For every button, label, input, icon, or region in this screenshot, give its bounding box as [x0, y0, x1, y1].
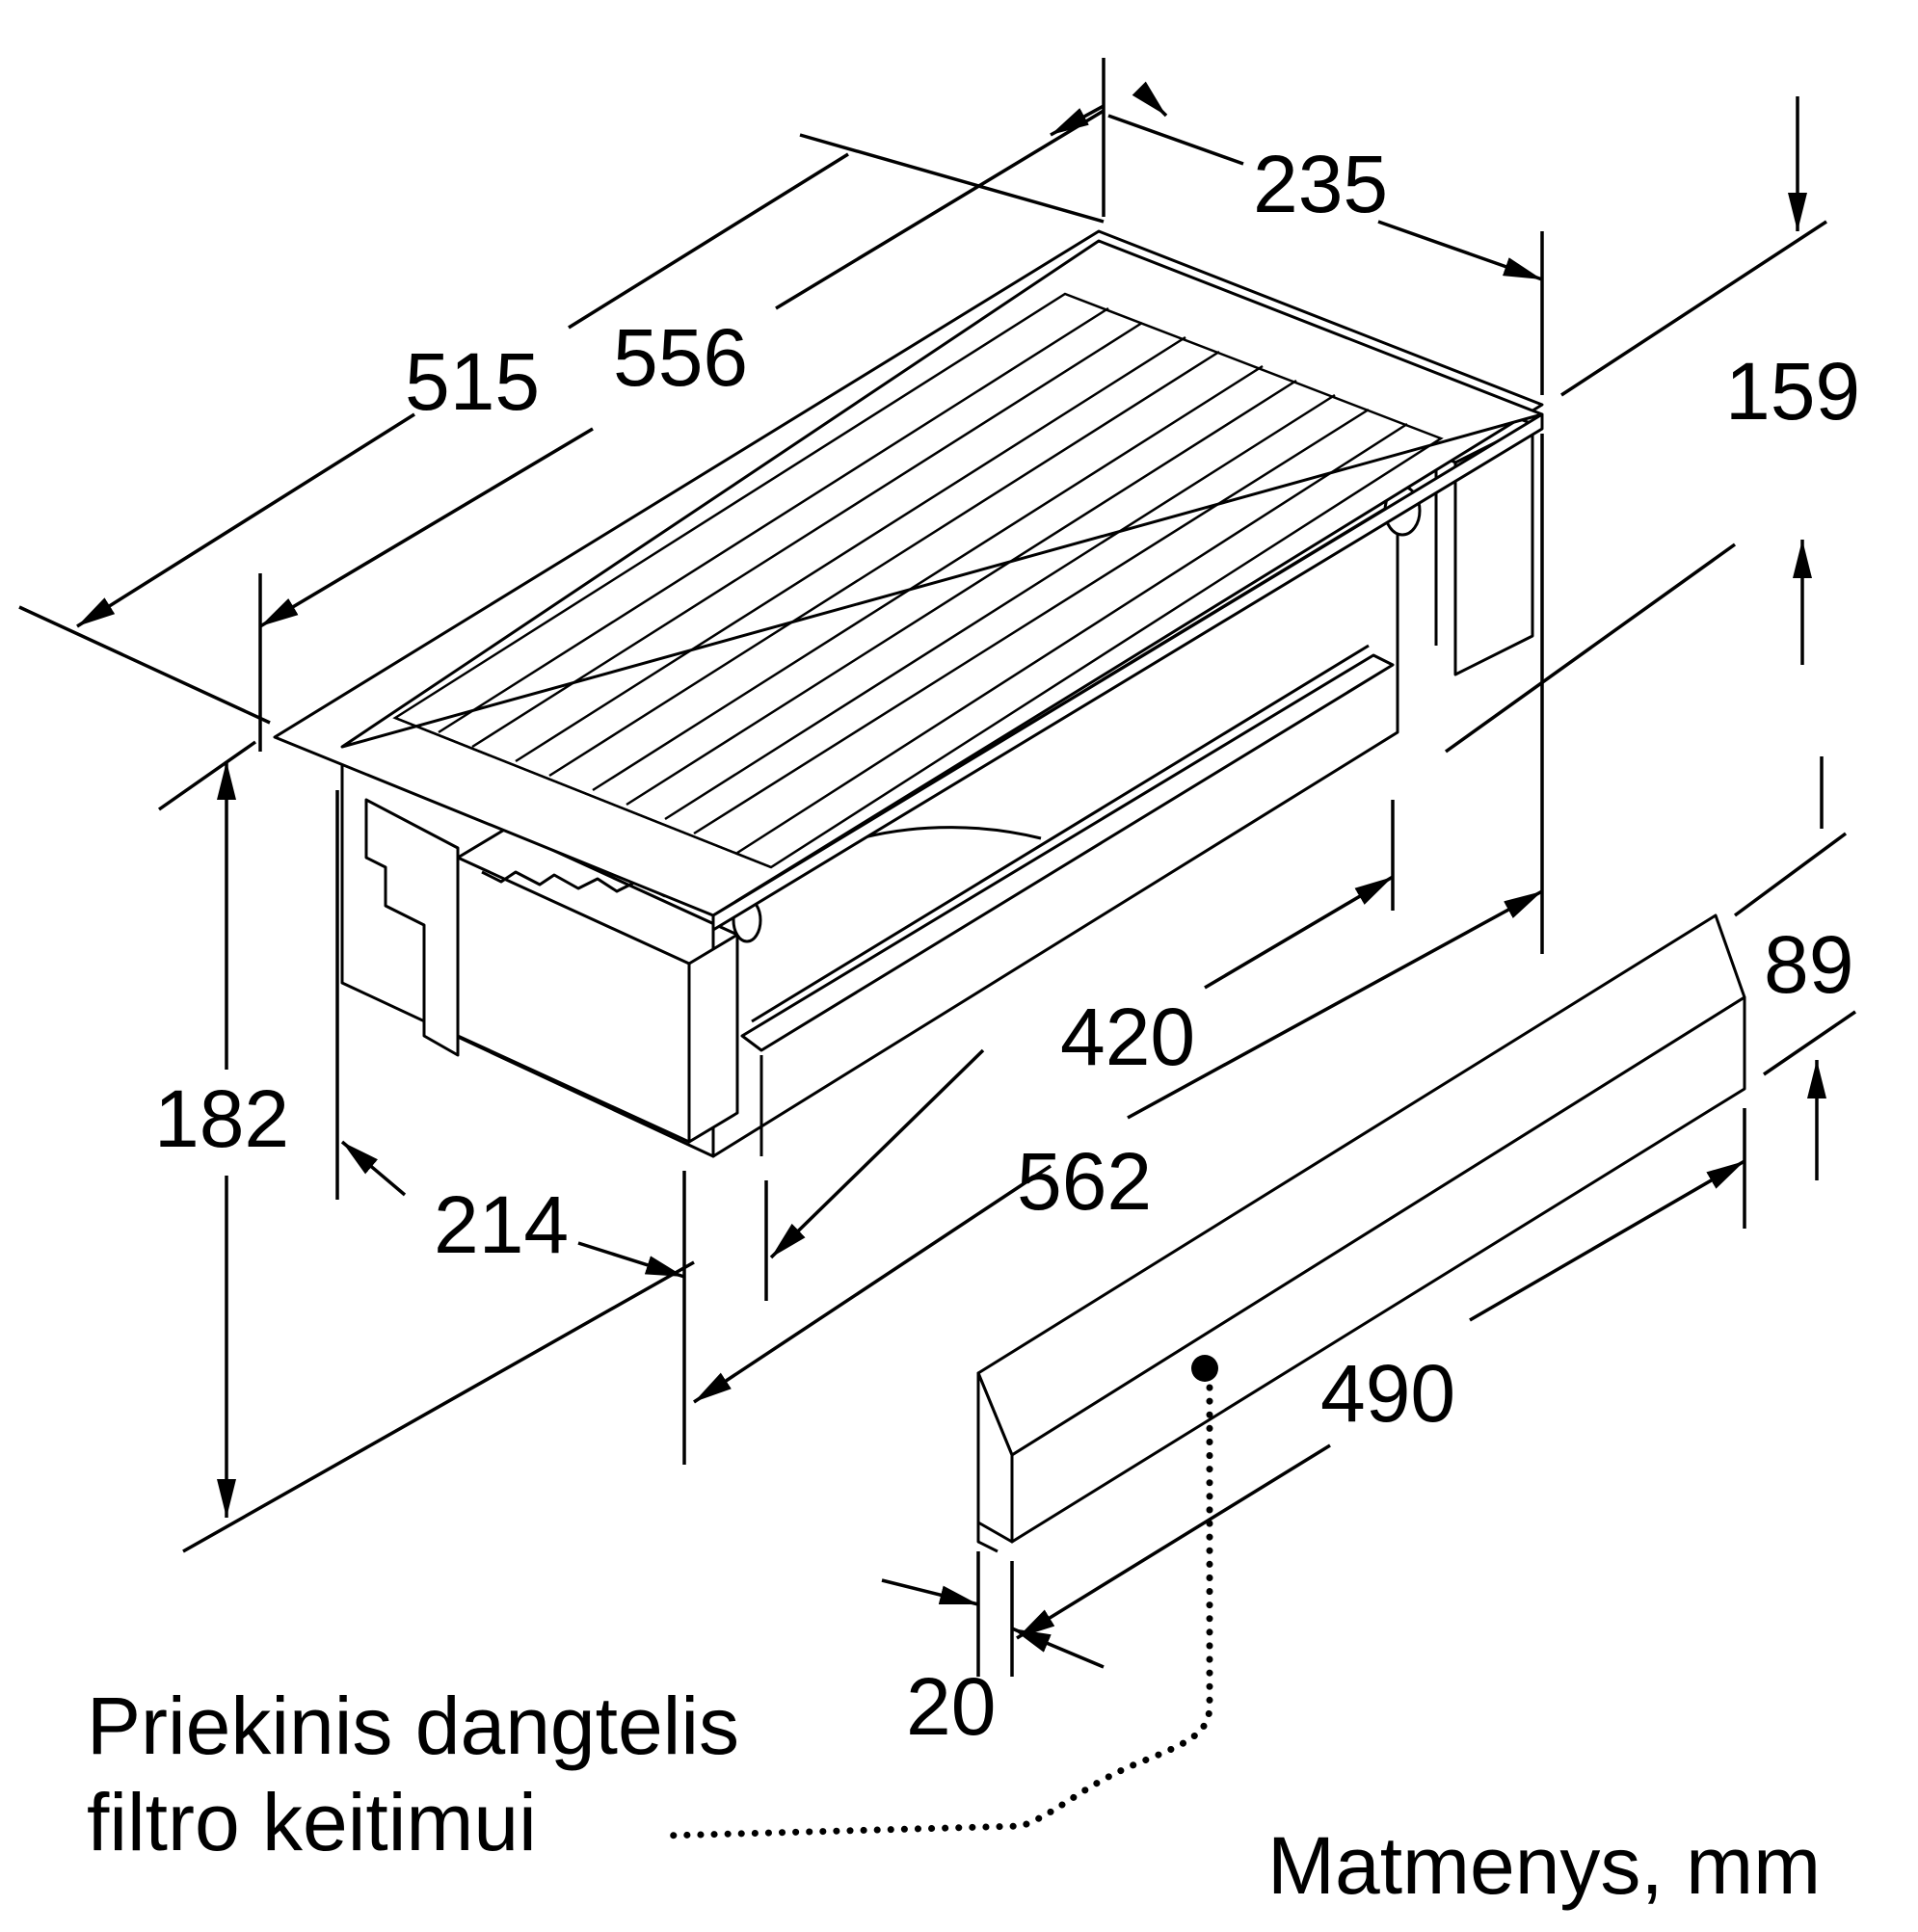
callout-line-2: filtro keitimui — [87, 1777, 537, 1867]
dim-490: 490 — [1320, 1348, 1455, 1439]
dim-159: 159 — [1725, 346, 1860, 437]
dim-515: 515 — [405, 336, 540, 427]
callout-leader — [661, 1384, 1213, 1839]
dim-235: 235 — [1253, 139, 1388, 229]
dim-89: 89 — [1764, 919, 1853, 1010]
unit-rail — [740, 653, 1395, 1052]
top-plate-edge — [340, 239, 1544, 932]
dim-420: 420 — [1060, 992, 1195, 1082]
dim-562: 562 — [1017, 1136, 1152, 1227]
front-cover-panel — [976, 913, 1746, 1553]
dim-556: 556 — [613, 312, 748, 403]
grate — [392, 292, 1444, 869]
dim-20: 20 — [906, 1661, 996, 1752]
dim-182: 182 — [154, 1073, 289, 1164]
cover-marker-dot — [1191, 1355, 1218, 1382]
units-note: Matmenys, mm — [1267, 1820, 1821, 1911]
downdraft-unit — [273, 229, 1544, 1158]
left-bracket — [364, 798, 460, 1057]
callout-line-1: Priekinis dangtelis — [87, 1681, 739, 1771]
filter-box-side — [687, 933, 739, 1144]
dimension-lines — [18, 58, 1856, 1677]
dim-214: 214 — [434, 1179, 569, 1270]
